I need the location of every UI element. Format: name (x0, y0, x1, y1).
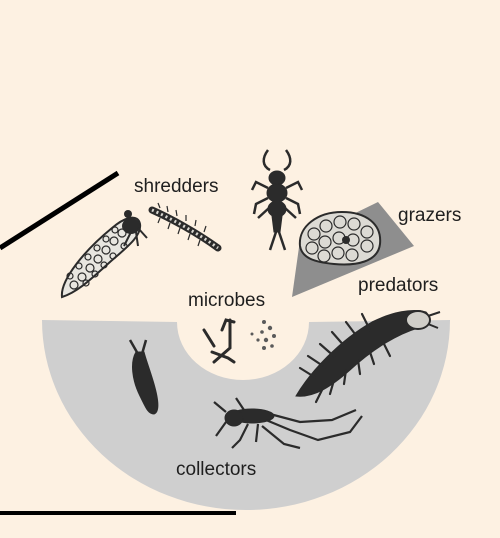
label-shredders: shredders (134, 176, 219, 197)
label-grazers: grazers (398, 205, 461, 226)
label-microbes: microbes (188, 290, 265, 311)
label-collectors: collectors (176, 459, 256, 480)
label-predators: predators (358, 275, 438, 296)
snail-grazer-icon (300, 212, 380, 264)
